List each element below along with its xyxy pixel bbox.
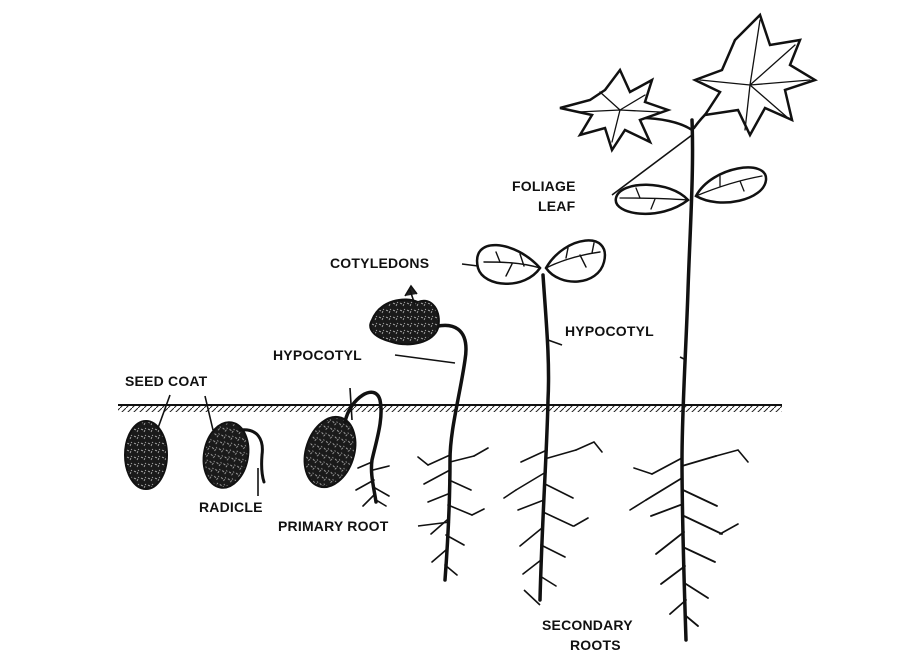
- seedling-stage-4: [370, 286, 488, 580]
- label-leaders: [158, 135, 692, 605]
- label-seed-coat: SEED COAT: [125, 373, 208, 389]
- label-secondary-roots-line2: ROOTS: [570, 637, 621, 653]
- label-hypocotyl-late: HYPOCOTYL: [565, 323, 654, 339]
- label-foliage-leaf-line2: LEAF: [538, 198, 576, 214]
- label-cotyledons: COTYLEDONS: [330, 255, 429, 271]
- label-foliage-leaf-line1: FOLIAGE: [512, 178, 576, 194]
- seed-stage-1: [125, 421, 167, 489]
- label-radicle: RADICLE: [199, 499, 263, 515]
- label-hypocotyl-early: HYPOCOTYL: [273, 347, 362, 363]
- seed-stage-2: [199, 419, 264, 492]
- label-secondary-roots-line1: SECONDARY: [542, 617, 633, 633]
- seedling-stage-5: [477, 240, 605, 600]
- label-primary-root: PRIMARY ROOT: [278, 518, 389, 534]
